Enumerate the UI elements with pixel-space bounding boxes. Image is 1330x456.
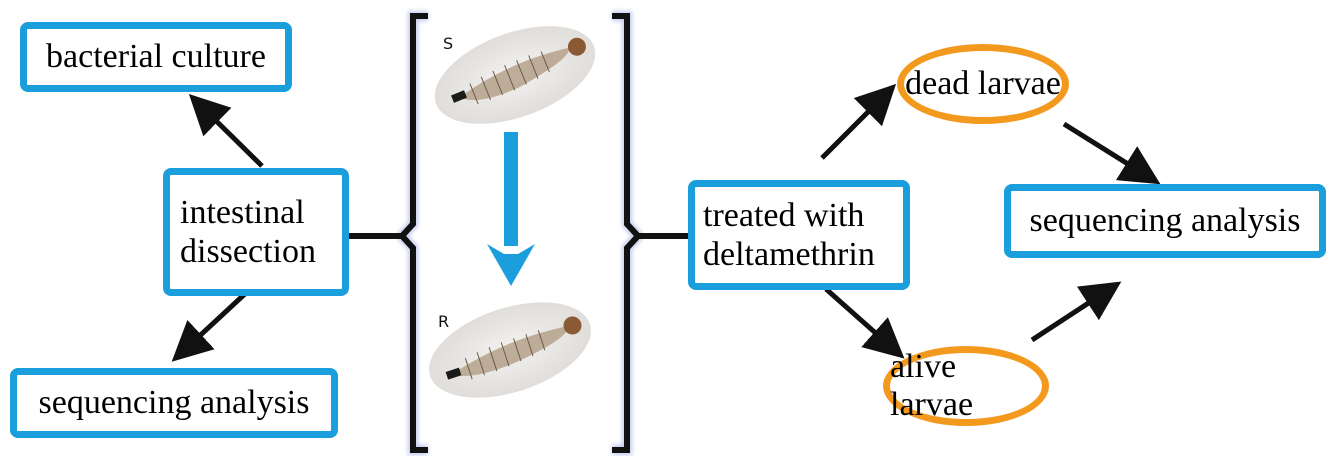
intestinal-dissection-line1: intestinal <box>180 193 316 232</box>
arrow-to-alive-larvae <box>826 289 897 352</box>
dead-larvae-ellipse: dead larvae <box>897 44 1069 124</box>
larva-image-s <box>422 7 609 143</box>
left-bracket <box>402 16 428 450</box>
larva-image-r <box>417 284 603 416</box>
sequencing-analysis-left-label: sequencing analysis <box>39 383 310 422</box>
intestinal-dissection-line2: dissection <box>180 232 316 271</box>
intestinal-dissection-text: intestinal dissection <box>180 193 316 271</box>
treated-with-deltamethrin-text: treated with deltamethrin <box>703 196 875 274</box>
intestinal-dissection-box: intestinal dissection <box>163 168 349 296</box>
specimen-label-r: R <box>438 312 449 331</box>
bacterial-culture-label: bacterial culture <box>46 37 266 76</box>
arrow-to-dead-larvae <box>822 91 889 158</box>
alive-larvae-ellipse: alive larvae <box>883 346 1049 426</box>
specimen-label-s: S <box>443 34 453 53</box>
bacterial-culture-box: bacterial culture <box>20 22 292 92</box>
alive-larvae-label: alive larvae <box>890 348 1042 424</box>
treated-line2: deltamethrin <box>703 235 875 274</box>
sequencing-analysis-right-box: sequencing analysis <box>1004 184 1326 258</box>
arrow-dead-to-sequencing <box>1064 124 1152 179</box>
treated-line1: treated with <box>703 196 875 235</box>
treated-with-deltamethrin-box: treated with deltamethrin <box>688 180 910 290</box>
dead-larvae-label: dead larvae <box>905 65 1061 103</box>
arrow-to-bacterial-culture <box>196 101 262 166</box>
right-bracket <box>612 16 638 450</box>
arrow-alive-to-sequencing <box>1032 287 1113 340</box>
blue-down-arrow <box>487 132 535 286</box>
arrow-to-sequencing-left <box>179 292 247 355</box>
sequencing-analysis-right-label: sequencing analysis <box>1030 201 1301 240</box>
sequencing-analysis-left-box: sequencing analysis <box>10 368 338 438</box>
